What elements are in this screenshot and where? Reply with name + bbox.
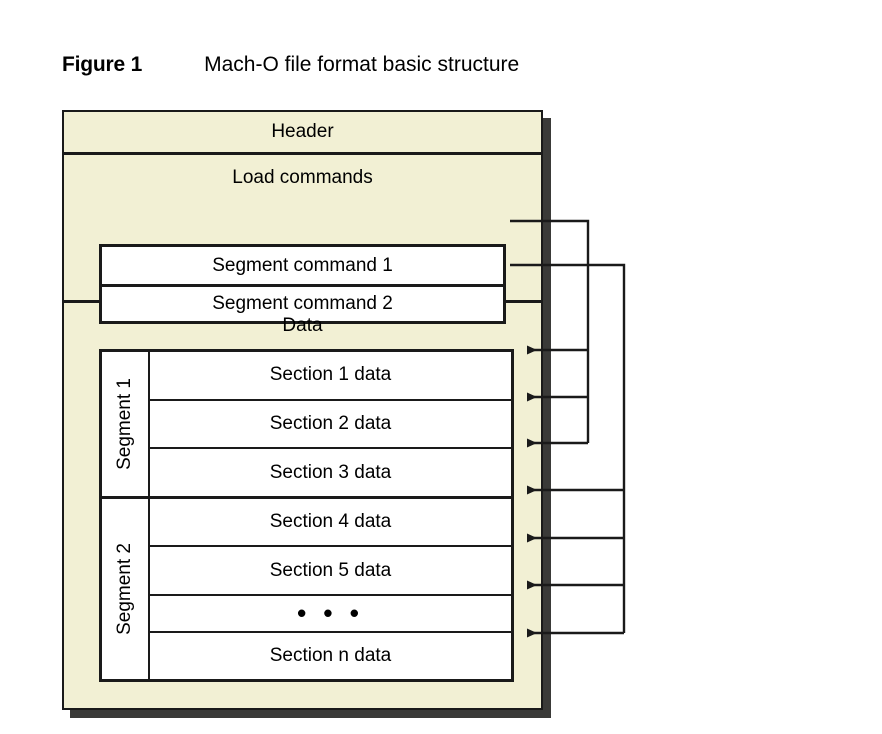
segment-1-sections: Section 1 data Section 2 data Section 3 …: [150, 352, 511, 497]
segment-command-1-label: Segment command 1: [212, 254, 393, 276]
ellipsis-label: • • •: [297, 598, 364, 629]
figure-title: Mach-O file format basic structure: [204, 53, 520, 76]
load-commands-section: Load commands Segment command 1 Segment …: [64, 155, 541, 324]
segment-1-label-cell: Segment 1: [102, 352, 150, 496]
section-n-label: Section n data: [269, 644, 392, 666]
section-5-label: Section 5 data: [269, 559, 392, 581]
segment-2-label: Segment 2: [114, 543, 135, 635]
segments-grid: Segment 1 Section 1 data Section 2 data …: [99, 349, 514, 682]
section-4-label: Section 4 data: [269, 511, 392, 533]
segment-2-sections: Section 4 data Section 5 data • • • Sect…: [150, 499, 511, 680]
segment-block: Segment 2 Section 4 data Section 5 data …: [102, 496, 511, 680]
segment-command-2-label: Segment command 2: [212, 293, 393, 314]
section-row-ellipsis: • • •: [150, 593, 511, 631]
figure-number: Figure 1: [62, 53, 143, 76]
macho-file-box: Header Load commands Segment command 1 S…: [62, 110, 543, 710]
figure-caption: Figure 1 Mach-O file format basic struct…: [62, 48, 682, 82]
segment-commands-box: Segment command 1 Segment command 2: [99, 244, 506, 324]
segment-2-label-cell: Segment 2: [102, 499, 150, 679]
header-label: Header: [271, 121, 334, 142]
data-label: Data: [282, 315, 323, 336]
segment-command-row: Segment command 1: [102, 247, 503, 284]
segment-1-label: Segment 1: [114, 378, 135, 470]
section-3-label: Section 3 data: [269, 461, 392, 483]
data-section: Data Segment 1 Section 1 data Section 2 …: [64, 303, 541, 708]
header-section: Header: [64, 112, 541, 155]
section-row: Section 5 data: [150, 545, 511, 594]
section-row: Section 4 data: [150, 499, 511, 546]
section-row: Section 3 data: [150, 447, 511, 497]
section-row: Section 2 data: [150, 398, 511, 448]
load-commands-label: Load commands: [232, 167, 373, 188]
segment-block: Segment 1 Section 1 data Section 2 data …: [102, 352, 511, 497]
section-1-label: Section 1 data: [269, 364, 392, 386]
section-2-label: Section 2 data: [269, 413, 392, 434]
section-row: Section 1 data: [150, 352, 511, 399]
section-row: Section n data: [150, 630, 511, 680]
segment-command-row: Segment command 2: [102, 284, 503, 321]
